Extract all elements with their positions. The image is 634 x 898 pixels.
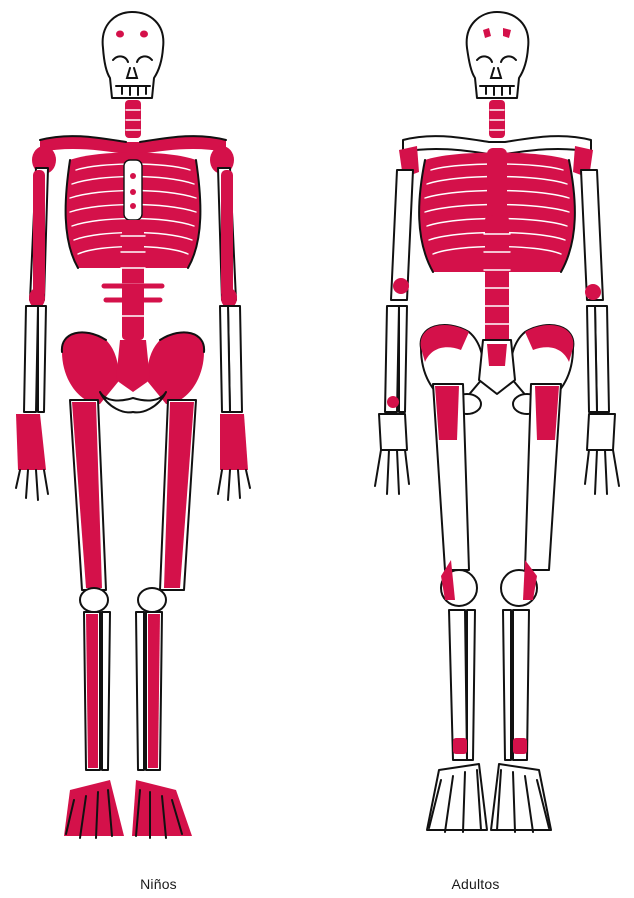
caption-child: Niños	[0, 876, 317, 892]
adult-cervical-spine	[489, 100, 505, 138]
adult-lumbar-spine	[484, 216, 510, 346]
skeleton-panel-child: Niños	[0, 0, 317, 898]
skeleton-panel-adult: Adultos	[317, 0, 634, 898]
caption-adult: Adultos	[317, 876, 634, 892]
child-leg-left	[64, 400, 124, 838]
child-arm-right	[218, 168, 250, 500]
adult-skull	[467, 12, 529, 98]
child-cervical-spine	[125, 100, 141, 138]
adult-arm-right	[581, 170, 619, 494]
adult-leg-right	[491, 384, 561, 832]
adult-leg-left	[427, 384, 487, 832]
child-leg-right	[132, 400, 196, 838]
adult-skeleton-illustration	[317, 0, 634, 850]
child-skull	[103, 12, 164, 98]
child-arm-left	[16, 168, 48, 500]
child-skeleton-illustration	[0, 0, 317, 850]
adult-arm-left	[375, 170, 413, 494]
